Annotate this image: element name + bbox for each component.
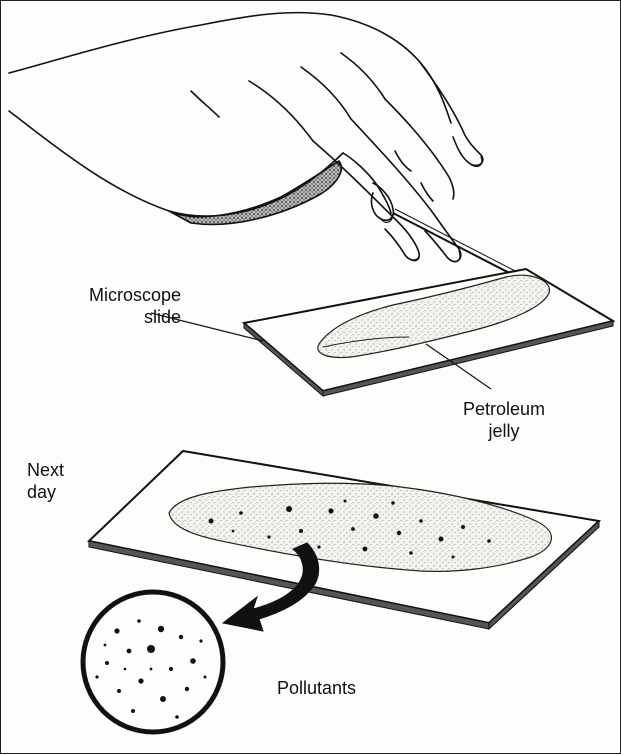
microscope-slide-label-line2: slide: [53, 306, 181, 328]
pollutants-label: Pollutants: [277, 677, 397, 699]
next-day-label: Next day: [27, 459, 87, 503]
microscope-slide-label-line1: Microscope: [53, 284, 181, 306]
next-day-label-line2: day: [27, 481, 87, 503]
microscope-slide-label: Microscope slide: [53, 284, 181, 328]
next-day-label-line1: Next: [27, 459, 87, 481]
petroleum-jelly-label-line1: Petroleum: [449, 398, 559, 420]
applicator-stick: [393, 213, 521, 279]
hand-drawing: [9, 13, 483, 262]
magnified-view-circle: [83, 592, 223, 732]
microscope-slide-top: [244, 269, 613, 396]
petroleum-jelly-label-line2: jelly: [449, 420, 559, 442]
petroleum-jelly-label: Petroleum jelly: [449, 398, 559, 442]
